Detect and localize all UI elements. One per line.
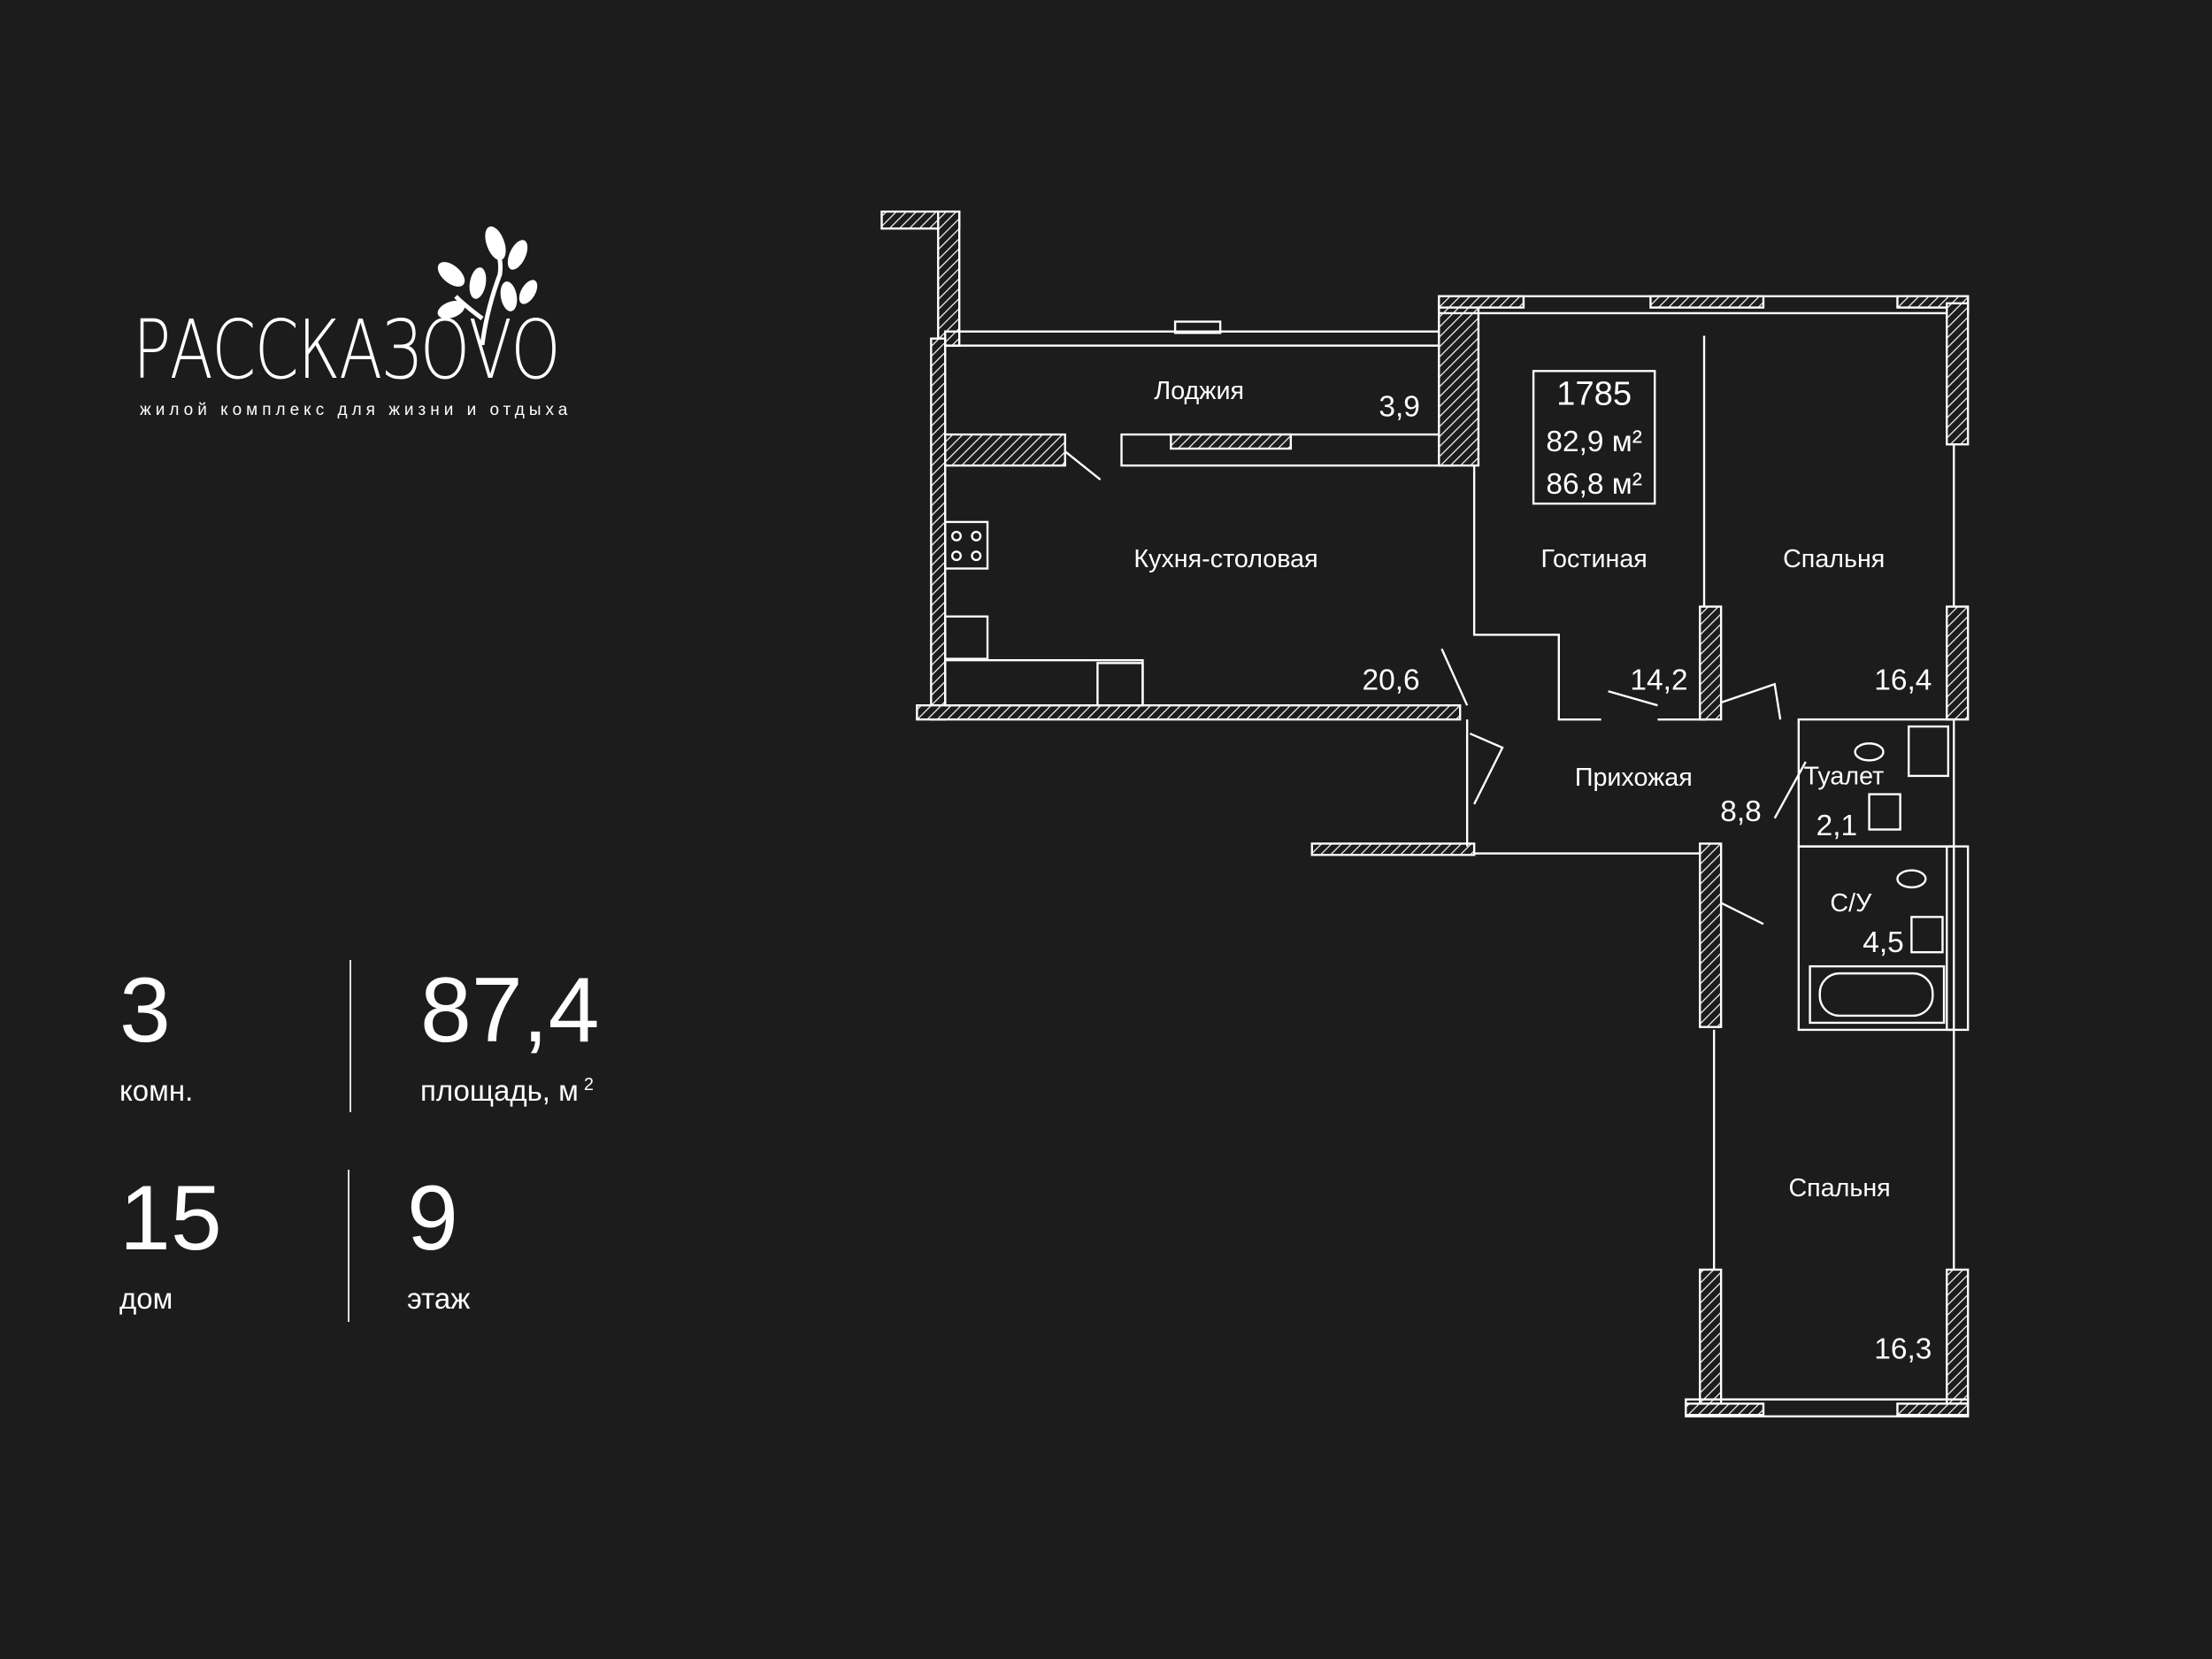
room-name: С/У [1830, 889, 1872, 918]
room-area: 14,2 [1630, 664, 1687, 697]
room-area: 20,6 [1362, 664, 1419, 697]
floor-value: 9 [407, 1167, 458, 1270]
tree-leaves-icon [437, 226, 538, 345]
rooms-label: комн. [119, 1074, 194, 1107]
apartment-number: 1785 [1556, 375, 1632, 413]
area-label: площадь, м [420, 1074, 579, 1107]
room-name: Спальня [1788, 1174, 1890, 1202]
floor-label: этаж [407, 1282, 471, 1315]
room-area: 16,4 [1874, 664, 1932, 697]
apartment-info-box [1532, 370, 1656, 505]
room-name: Кухня-столовая [1133, 545, 1317, 573]
room-labels: Лоджия 3,9 Кухня-столовая 20,6 Гостиная … [1133, 377, 1932, 1365]
room-area: 16,3 [1874, 1333, 1932, 1365]
logo-subtitle: жилой комплекс для жизни и отдыха [140, 401, 572, 419]
logo-title: РАССКАЗОVО [133, 303, 561, 397]
floor-stat: 9 этаж [407, 1172, 470, 1316]
rooms-stat: 3 комн. [119, 964, 193, 1108]
divider [349, 960, 351, 1112]
divider [348, 1170, 349, 1322]
room-area: 2,1 [1816, 810, 1858, 842]
room-name: Туалет [1803, 762, 1884, 790]
walls [880, 210, 1970, 1417]
room-name: Лоджия [1154, 377, 1244, 405]
rooms-value: 3 [119, 959, 171, 1062]
building-value: 15 [119, 1167, 222, 1270]
room-area: 3,9 [1379, 390, 1420, 423]
room-name: Гостиная [1540, 545, 1647, 573]
room-area: 4,5 [1863, 926, 1904, 959]
apartment-area-2: 86,8 м² [1546, 468, 1642, 501]
room-name: Прихожая [1575, 764, 1693, 792]
building-stat: 15 дом [119, 1172, 222, 1316]
building-label: дом [119, 1282, 173, 1315]
area-value: 87,4 [420, 959, 600, 1062]
apartment-area-1: 82,9 м² [1546, 426, 1642, 458]
area-unit-sup: 2 [583, 1075, 594, 1094]
room-name: Спальня [1783, 545, 1885, 573]
room-area: 8,8 [1720, 795, 1762, 828]
